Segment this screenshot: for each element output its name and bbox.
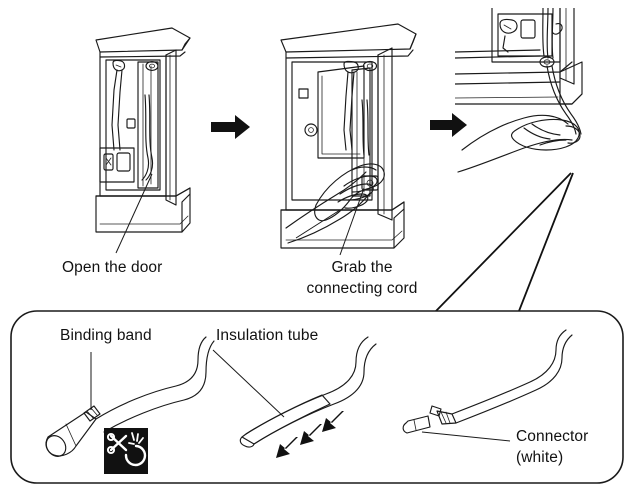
binding-band-label: Binding band xyxy=(60,327,152,344)
step-1-caption: Open the door xyxy=(62,259,163,276)
step-3-illustration xyxy=(455,8,583,173)
connector-illustration xyxy=(402,329,573,442)
leader-line-insulation-tube xyxy=(212,349,285,418)
binding-band-illustration xyxy=(45,336,215,474)
step-2-caption-line-2: connecting cord xyxy=(306,280,418,297)
hand-step-2 xyxy=(285,163,385,244)
hand-step-3 xyxy=(457,114,581,173)
insulation-tube-illustration xyxy=(212,336,377,458)
insulation-tube-motion-arrows xyxy=(276,411,344,458)
connector-label-line-2: (white) xyxy=(516,449,564,466)
step-2-caption-line-1: Grab the xyxy=(331,259,393,276)
step-1-illustration xyxy=(95,27,191,254)
step-2-illustration xyxy=(280,23,417,256)
leader-line-connector xyxy=(421,431,511,442)
next-step-arrow-1 xyxy=(211,115,250,139)
insulation-tube-label: Insulation tube xyxy=(216,327,319,344)
leader-line-step-2 xyxy=(339,187,365,256)
scissors-cut-band-icon xyxy=(104,428,148,474)
connector-label-line-1: Connector xyxy=(516,428,589,445)
next-step-arrow-2 xyxy=(430,113,467,137)
detail-callout-leader-lines xyxy=(435,172,574,312)
leader-line-step-1 xyxy=(115,173,153,254)
